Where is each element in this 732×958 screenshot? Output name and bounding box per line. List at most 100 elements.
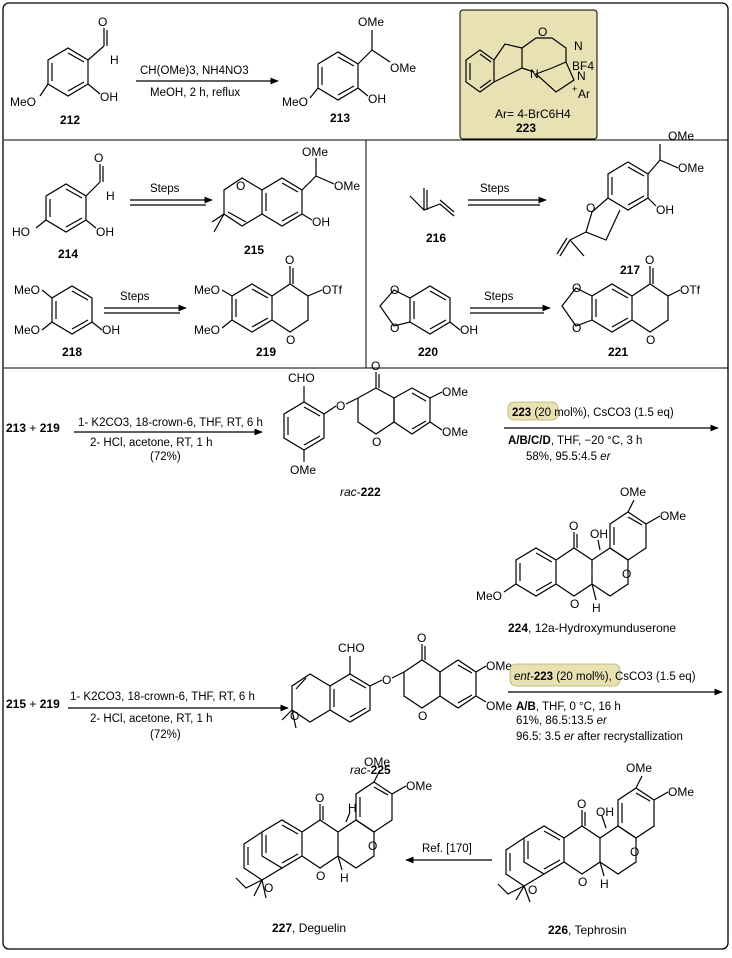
atom-ome: OMe (486, 699, 512, 713)
atom-meo: MeO (14, 323, 40, 337)
atom-meo: MeO (10, 95, 36, 109)
compound-213: OMe OMe OH MeO 213 (282, 15, 416, 125)
atom-o: O (570, 597, 579, 611)
atom-o: O (569, 519, 578, 533)
compound-221-label: 221 (608, 345, 628, 359)
atom-oh: OH (590, 527, 608, 541)
compound-224-label: 224, 12a-Hydroxymunduserone (508, 621, 676, 635)
atom-ome: OMe (358, 15, 384, 29)
compound-rac-225-label: rac-225 (350, 763, 391, 777)
atom-ome: OMe (678, 161, 704, 175)
atom-meo: MeO (194, 323, 220, 337)
atom-o: O (630, 845, 639, 859)
compound-rac-222: CHO OMe O O O OMe OMe rac-222 (283, 359, 468, 499)
atom-oh: OH (312, 215, 330, 229)
compound-215-label: 215 (244, 243, 264, 257)
atom-o: O (315, 791, 324, 805)
reaction-4-conditions: Steps (120, 291, 150, 303)
catalyst-highlight-r1 (507, 401, 559, 421)
atom-oh: OH (596, 805, 614, 819)
atom-ome: OMe (390, 61, 416, 75)
atom-h: H (340, 871, 349, 885)
compound-rac-222-label: rac-222 (340, 485, 381, 499)
atom-o: O (236, 179, 245, 193)
counterion-bf4: BF4 (572, 59, 594, 73)
compound-217: O OMe OMe OH 217 (556, 129, 704, 277)
atom-o: O (372, 435, 381, 449)
atom-o: O (94, 151, 103, 165)
atom-otf: OTf (322, 283, 343, 297)
r2-catalyst: ent-223 (20 mol%), CsCO3 (1.5 eq) (514, 671, 696, 683)
compound-213-label: 213 (330, 111, 350, 125)
reaction-1-conditions-top: CH(OMe)3, NH4NO3 (140, 65, 249, 77)
compound-215: O OMe OMe OH 215 (211, 145, 360, 257)
atom-o: O (98, 15, 107, 29)
atom-h: H (600, 877, 609, 891)
atom-ar: Ar (578, 87, 590, 101)
atom-n-3: N (577, 69, 586, 83)
atom-o: O (622, 567, 631, 581)
atom-o: O (528, 883, 537, 897)
compound-218: MeO MeO OH 218 (14, 283, 120, 359)
compound-216: 216 (409, 188, 455, 245)
reaction-1-conditions-bottom: MeOH, 2 h, reflux (150, 87, 240, 99)
atom-n-1: N (530, 67, 539, 81)
atom-meo: MeO (282, 95, 308, 109)
r2-yield: 61%, 86.5:13.5 er (516, 715, 608, 727)
atom-h: H (106, 189, 115, 203)
atom-o: O (390, 283, 399, 297)
atom-o: O (285, 253, 294, 267)
r1-catalyst: 223 (20 mol%), CsCO3 (1.5 eq) (512, 407, 674, 419)
r2-condition-2: 2- HCl, acetone, RT, 1 h (90, 713, 213, 725)
r2-condition-3: (72%) (150, 729, 181, 741)
atom-ho: HO (12, 225, 30, 239)
atom-o: O (264, 881, 273, 895)
compound-214-label: 214 (58, 247, 78, 261)
atom-oh: OH (96, 225, 114, 239)
r1-reactants: 213 + 219 (6, 421, 60, 435)
atom-o: O (286, 333, 295, 347)
compound-220-label: 220 (418, 345, 438, 359)
r2-recrystallization: 96.5: 3.5 er after recrystallization (516, 731, 683, 743)
atom-ome: OMe (668, 785, 694, 799)
atom-cho: CHO (288, 371, 315, 385)
atom-meo: MeO (14, 283, 40, 297)
atom-o: O (316, 869, 325, 883)
compound-212-label: 212 (60, 113, 80, 127)
atom-oh: OH (102, 323, 120, 337)
compound-226-tephrosin: O O O H OH O OMe OMe (497, 761, 694, 903)
compound-rac-225: O CHO O O O OMe OMe rac-225 (281, 631, 512, 777)
reaction-5-conditions: Steps (484, 291, 514, 303)
atom-o-cat: O (538, 25, 547, 39)
atom-ome: OMe (364, 755, 390, 769)
atom-o: O (368, 839, 377, 853)
compound-216-label: 216 (426, 231, 446, 245)
compound-219: O O OTf MeO MeO 219 (194, 253, 343, 359)
aryl-definition: Ar= 4-BrC6H4 (495, 107, 571, 121)
compound-221: O O O O OTf 221 (561, 253, 701, 359)
plus-charge: + (572, 84, 577, 94)
r1-solvent: A/B/C/D, THF, −20 °C, 3 h (508, 435, 642, 447)
atom-o: O (290, 709, 299, 723)
atom-ome: OMe (668, 129, 694, 143)
atom-oh: OH (368, 92, 386, 106)
atom-ome: OMe (290, 463, 316, 477)
compound-224: O O H OH O OMe OMe MeO (476, 485, 686, 615)
atom-ome: OMe (620, 485, 646, 499)
compound-217-label: 217 (620, 263, 640, 277)
r1-condition-3: (72%) (150, 451, 181, 463)
atom-oh: OH (100, 90, 118, 104)
reaction-3-conditions: Steps (480, 183, 510, 195)
reaction-2-conditions: Steps (150, 183, 180, 195)
atom-h: H (592, 601, 601, 615)
atom-cho: CHO (338, 641, 365, 655)
atom-ome: OMe (660, 509, 686, 523)
atom-o: O (572, 281, 581, 295)
atom-oh: OH (656, 203, 674, 217)
r1-condition-2: 2- HCl, acetone, RT, 1 h (90, 437, 213, 449)
r2-reactants: 215 + 219 (6, 697, 60, 711)
atom-ome: OMe (302, 145, 328, 159)
atom-o: O (572, 321, 581, 335)
